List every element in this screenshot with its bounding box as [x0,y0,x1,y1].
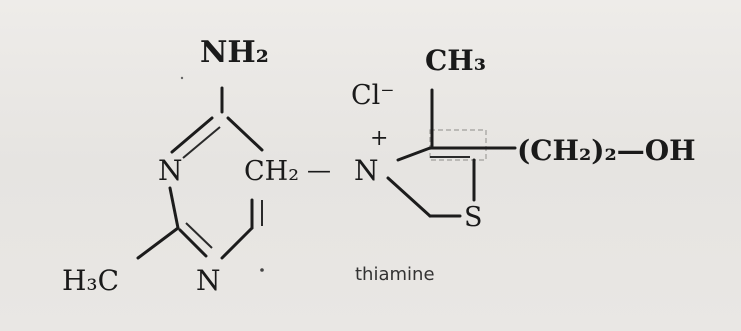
speck [180,76,184,80]
thiazolium-n-label: N [354,154,379,187]
bridge-dash-label: — [307,156,331,184]
bond-c2-n3 [178,228,208,258]
bond-n-c2 [386,176,432,218]
speck [260,268,264,272]
methylene-label: CH₂ [244,156,299,187]
bond-c2-n3-double [185,222,213,249]
ring-n1-label: N [158,154,183,187]
side-chain-label: (CH₂)₂—OH [517,134,696,167]
methyl-left-label: H₃C [62,264,119,297]
chloride-label: Cl⁻ [351,80,395,111]
amine-label: NH₂ [200,35,269,70]
ring-n3-label: N [196,264,221,297]
bond-c2-ch3 [136,226,180,260]
caption-label: thiamine [355,264,435,285]
bond-c4-c5 [226,116,264,152]
bond-n1-c2 [168,186,180,230]
bond-c4-n3a [170,116,214,154]
sulfur-label: S [464,202,483,233]
bond-n-c4 [396,146,432,162]
plus-charge-label: + [370,126,388,151]
bond-n3-c6 [220,226,254,260]
highlight-box [429,129,487,161]
bond-c4-n3a-double [182,126,221,159]
methyl-top-label: CH₃ [425,44,486,77]
